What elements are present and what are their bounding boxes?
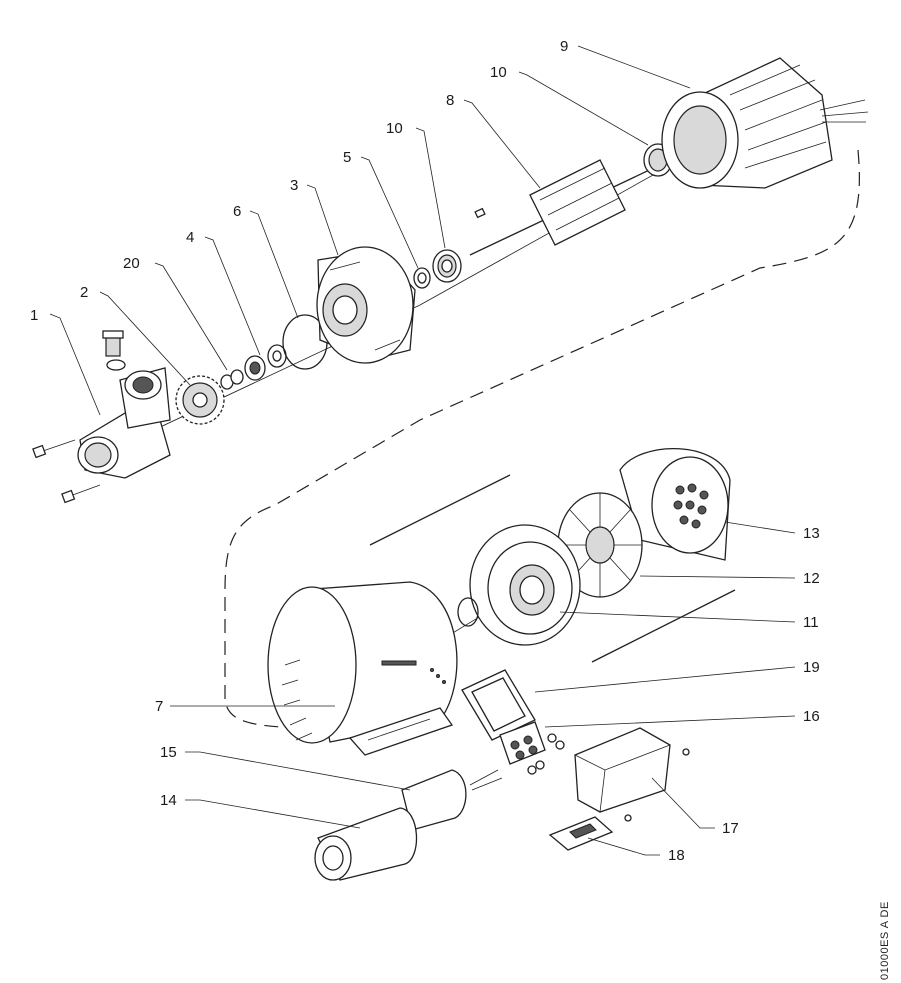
callout-2: 2 bbox=[80, 284, 88, 301]
callout-11: 11 bbox=[803, 614, 819, 631]
callout-19: 19 bbox=[803, 659, 820, 676]
part-11-end-shield bbox=[457, 524, 581, 646]
part-9-stator bbox=[661, 57, 869, 189]
part-15-capacitor-clamp bbox=[401, 769, 503, 831]
callout-13: 13 bbox=[803, 525, 820, 542]
callout-16: 16 bbox=[803, 708, 820, 725]
part-3-flange bbox=[316, 246, 416, 364]
callout-3: 3 bbox=[290, 177, 298, 194]
callout-8: 8 bbox=[446, 92, 454, 109]
part-2-impeller bbox=[175, 375, 225, 425]
callout-17: 17 bbox=[722, 820, 739, 837]
callout-15: 15 bbox=[160, 744, 177, 761]
part-19-gasket bbox=[461, 669, 536, 741]
callout-labels: 1 2 20 4 6 3 5 10 8 10 9 13 12 11 19 7 1… bbox=[30, 38, 820, 864]
document-code: 01000ES A DE bbox=[879, 901, 891, 980]
callout-9: 9 bbox=[560, 38, 568, 55]
callout-18: 18 bbox=[668, 847, 685, 864]
callout-20: 20 bbox=[123, 255, 140, 272]
callout-5: 5 bbox=[343, 149, 351, 166]
part-8-rotor bbox=[469, 159, 661, 256]
callout-1: 1 bbox=[30, 307, 38, 324]
callout-6: 6 bbox=[233, 203, 241, 220]
callout-10-front: 10 bbox=[386, 120, 403, 137]
callout-7: 7 bbox=[155, 698, 163, 715]
part-7-motor-housing bbox=[267, 581, 458, 756]
leader-lines bbox=[49, 45, 796, 856]
part-10-bearing-front bbox=[432, 249, 462, 283]
part-1-pump-housing bbox=[32, 330, 171, 504]
part-18-plate bbox=[548, 816, 614, 851]
part-17-terminal-cover bbox=[574, 727, 690, 822]
part-14-capacitor bbox=[314, 807, 418, 881]
part-5-ring bbox=[413, 267, 431, 289]
callout-4: 4 bbox=[186, 229, 194, 246]
part-13-fan-cover bbox=[619, 447, 731, 561]
callout-10-rear: 10 bbox=[490, 64, 507, 81]
callout-12: 12 bbox=[803, 570, 820, 587]
callout-14: 14 bbox=[160, 792, 177, 809]
tie-rods bbox=[369, 474, 736, 663]
part-16-terminal-block bbox=[499, 721, 565, 775]
part-4-seal bbox=[244, 344, 287, 381]
part-20-ring bbox=[220, 369, 244, 390]
assembly-dashed-path bbox=[89, 149, 860, 729]
